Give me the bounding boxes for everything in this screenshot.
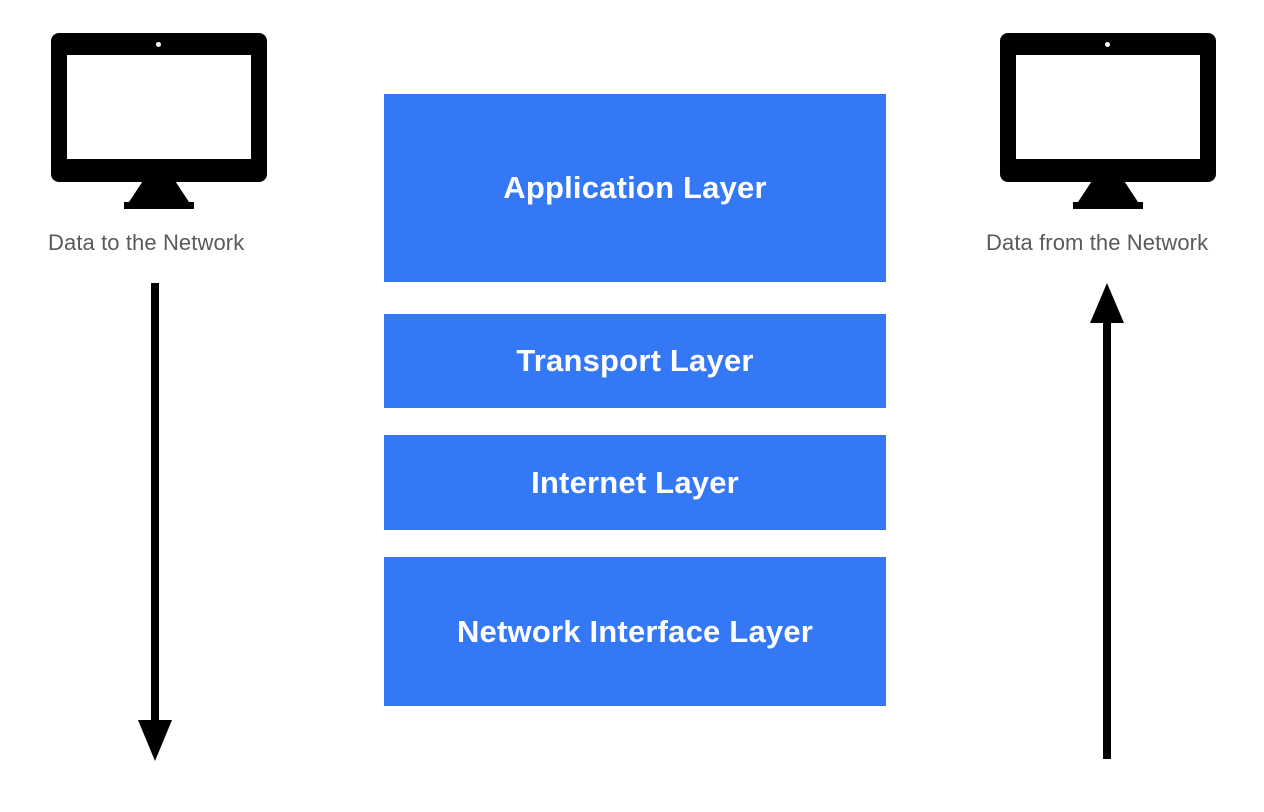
monitor-screen-left (67, 55, 251, 159)
monitor-neck-right (1078, 182, 1138, 202)
layer-box-internet: Internet Layer (384, 435, 886, 530)
arrow-down-icon (120, 283, 190, 761)
monitor-foot-right (1073, 202, 1143, 209)
monitor-neck-left (129, 182, 189, 202)
layer-label-internet: Internet Layer (531, 464, 739, 500)
arrow-up-shaft (1103, 315, 1111, 759)
layer-box-transport: Transport Layer (384, 314, 886, 408)
layer-label-network-interface: Network Interface Layer (456, 613, 814, 649)
monitor-body-right (1000, 33, 1216, 182)
layer-label-application: Application Layer (503, 170, 767, 205)
caption-data-from-network: Data from the Network (986, 230, 1209, 255)
monitor-screen-right (1016, 55, 1200, 159)
arrow-down-shaft (151, 283, 159, 724)
arrow-down-head (138, 720, 172, 761)
layer-box-network-interface: Network Interface Layer (384, 557, 886, 706)
desktop-monitor-icon-right (1000, 33, 1216, 216)
monitor-foot-left (124, 202, 194, 209)
layer-label-transport: Transport Layer (516, 343, 754, 378)
caption-data-to-network: Data to the Network (48, 230, 245, 255)
monitor-body-left (51, 33, 267, 182)
monitor-camera-icon-right (1105, 42, 1110, 47)
monitor-camera-icon-left (156, 42, 161, 47)
layer-box-application: Application Layer (384, 94, 886, 282)
desktop-monitor-icon-left (51, 33, 267, 216)
arrow-up-icon (1072, 283, 1142, 759)
